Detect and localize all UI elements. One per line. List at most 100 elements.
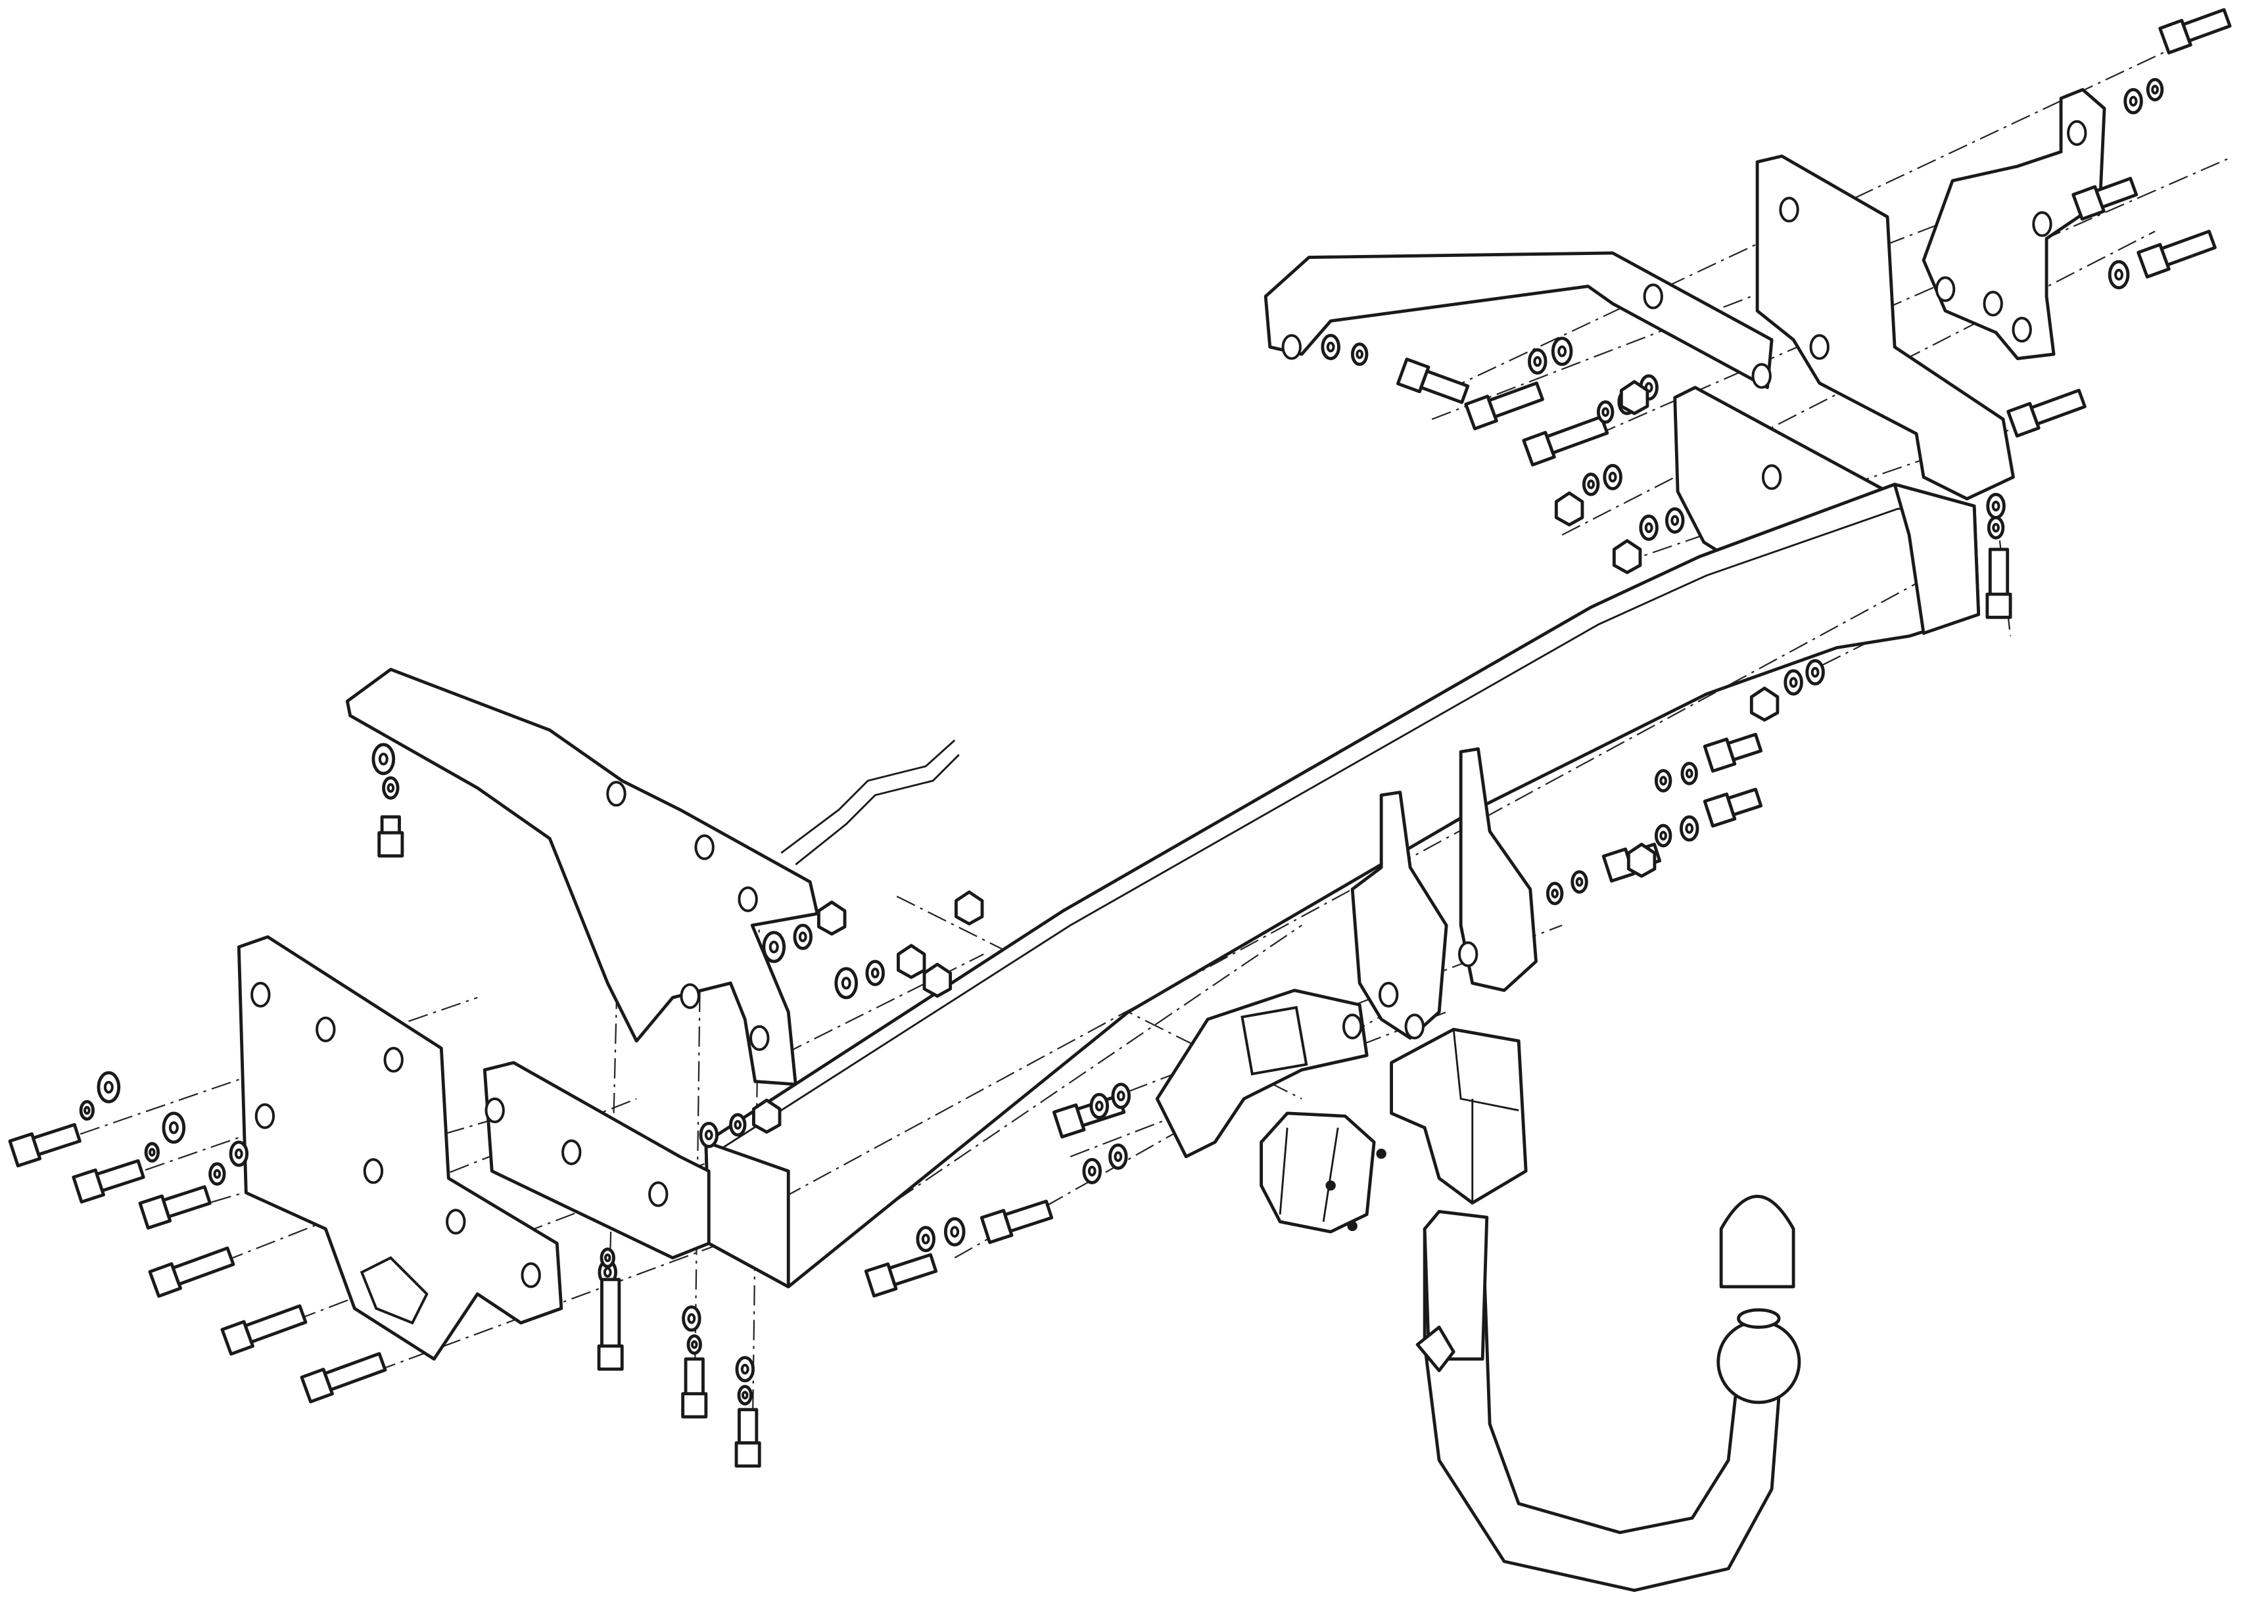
washer-icon — [1546, 881, 1564, 906]
bolt-icon — [980, 1199, 1054, 1244]
mounting-hole — [2012, 316, 2032, 343]
mounting-hole — [1761, 464, 1782, 490]
axis-line — [896, 924, 1302, 1201]
mounting-hole — [1643, 283, 1663, 310]
fastener-set — [8, 8, 2232, 1468]
washer-icon — [729, 1113, 747, 1137]
bolt-icon — [8, 1123, 82, 1168]
screw-icon — [1376, 1148, 1386, 1159]
washer-icon — [2123, 87, 2143, 115]
washer-icon — [686, 1334, 702, 1355]
mounting-hole — [1751, 363, 1772, 389]
nut-icon — [955, 890, 984, 926]
washer-icon — [79, 1100, 95, 1121]
mounting-hole — [1342, 1013, 1363, 1040]
left-side-plate — [237, 935, 563, 1361]
mounting-hole — [1983, 290, 2003, 317]
mounting-hole — [694, 834, 715, 860]
vertical-bolt-icon — [377, 815, 404, 858]
washer-icon — [1784, 669, 1803, 696]
washer-icon — [793, 923, 813, 950]
washer-icon — [144, 1142, 160, 1163]
nut-icon — [1626, 843, 1657, 878]
washer-icon — [916, 1226, 935, 1253]
washer-icon — [1639, 514, 1659, 541]
mounting-hole — [749, 1025, 770, 1052]
washer-icon — [1528, 348, 1547, 375]
bolt-icon — [148, 1246, 235, 1298]
socket-plate-window — [1240, 1006, 1308, 1076]
top-left-mounting-bracket — [345, 668, 819, 1086]
axis-line — [1431, 201, 1996, 420]
washer-icon — [382, 776, 400, 800]
nut-icon — [1749, 686, 1780, 722]
washer-icon — [1987, 516, 2005, 540]
washer-icon — [1551, 336, 1573, 366]
bolt-icon — [72, 1159, 145, 1204]
bolt-icon — [138, 1185, 212, 1230]
bolt-icon — [2158, 8, 2232, 55]
bolt-icon — [1522, 415, 1609, 467]
washer-icon — [737, 1385, 753, 1406]
mounting-hole — [561, 1139, 582, 1165]
washer-icon — [1111, 1082, 1131, 1109]
mounting-hole — [2032, 211, 2052, 237]
nut-icon — [897, 944, 926, 979]
washer-icon — [1571, 870, 1588, 894]
bolt-icon — [1703, 787, 1763, 828]
mounting-hole — [363, 1158, 384, 1184]
washer-icon — [834, 967, 859, 1000]
bolt-icon — [1464, 381, 1544, 430]
washer-icon — [1582, 473, 1600, 496]
bolt-icon — [2006, 388, 2087, 438]
bracket-arm — [780, 739, 960, 866]
electronic-module — [1390, 1027, 1528, 1205]
bolt-icon — [1703, 732, 1763, 773]
left-plate-slot — [360, 1256, 429, 1325]
mounting-hole — [316, 1016, 336, 1042]
nut-icon — [1612, 539, 1642, 574]
axis-line — [1532, 158, 2228, 463]
washer-icon — [1108, 1143, 1128, 1170]
release-knob — [1415, 1326, 1455, 1372]
washer-icon — [1665, 507, 1685, 534]
bolt-icon — [1396, 358, 1470, 404]
screw-icon — [1325, 1180, 1336, 1191]
top-right-mounting-bracket — [1264, 251, 1774, 389]
tow-ball-cover — [1719, 1194, 1795, 1289]
washer-icon — [97, 1071, 121, 1103]
mounting-hole — [1281, 334, 1302, 360]
module-detail — [1452, 1029, 1519, 1203]
washer-icon — [2108, 260, 2130, 290]
vertical-bolt-icon — [597, 1278, 624, 1371]
bolt-icon — [2071, 177, 2138, 221]
axis-line — [231, 1155, 724, 1345]
mounting-hole — [1809, 334, 1830, 360]
nut-icon — [1554, 491, 1584, 526]
crossbar-end-cap-right — [1893, 482, 1981, 635]
axis-line — [1561, 230, 2156, 536]
bolt-icon — [864, 1253, 938, 1298]
tow-ball — [1716, 1320, 1801, 1404]
mounting-hole — [1404, 1013, 1425, 1040]
washer-icon — [735, 1356, 755, 1383]
washer-icon — [699, 1121, 719, 1148]
mounting-hole — [1457, 941, 1478, 967]
washer-icon — [1603, 463, 1622, 490]
far-right-bracket — [1922, 87, 2106, 360]
mounting-hole — [1779, 197, 1799, 223]
mounting-hole — [1935, 276, 1956, 302]
washer-icon — [1654, 769, 1672, 793]
vertical-bolt-icon — [1985, 547, 2012, 619]
bolt-icon — [300, 1352, 387, 1404]
washer-icon — [162, 1111, 186, 1144]
screw-icon — [1347, 1220, 1358, 1232]
washer-icon — [2146, 78, 2164, 102]
mounting-hole — [1378, 981, 1399, 1008]
washer-icon — [682, 1305, 701, 1332]
washer-icon — [865, 960, 885, 986]
main-crossbar-beam — [704, 482, 1981, 1289]
bolt-icon — [220, 1304, 308, 1356]
